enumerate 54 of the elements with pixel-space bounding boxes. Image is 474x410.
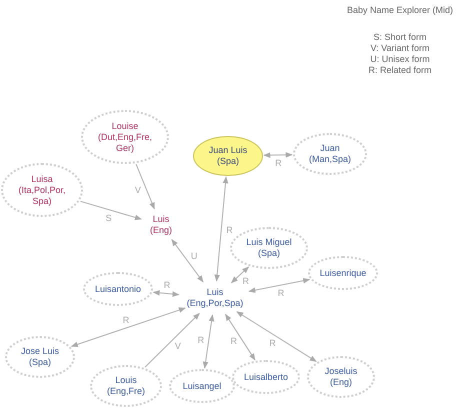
origin-text: (Eng) (330, 377, 352, 388)
name-text: Juan Luis (208, 145, 248, 156)
name-text: Luis (206, 287, 224, 298)
edge-label: V (134, 184, 142, 195)
name-text: Luisalberto (244, 372, 288, 382)
name-text: Luis (152, 214, 170, 225)
arrow (225, 314, 256, 360)
name-text: Jose Luis (20, 346, 60, 357)
origin-text: (Eng) (150, 225, 172, 236)
name-text: Louis (115, 375, 137, 386)
edge-label: R (241, 276, 250, 286)
origin-text: (Spa) (258, 248, 280, 259)
origin-text: (Ita,Pol,Por, Spa) (17, 184, 67, 206)
arrow (136, 164, 155, 210)
edge-label: U (190, 250, 198, 261)
arrow (171, 239, 204, 282)
edge-label: R (274, 158, 283, 168)
name-text: Luisenrique (320, 268, 366, 278)
origin-text: (Dut,Eng,Fre, Ger) (96, 132, 154, 154)
name-text: Luisangel (182, 380, 222, 392)
arrow (230, 266, 250, 284)
edge-label: V (174, 340, 182, 351)
edge-label: R (162, 280, 172, 290)
edge-label: R (268, 338, 277, 348)
arrow (236, 311, 317, 362)
name-text: Joseluis (324, 366, 358, 377)
edge-label: R (230, 336, 238, 346)
arrow (214, 176, 228, 282)
arrow (152, 290, 180, 297)
name-text: Luis Miguel (246, 237, 292, 248)
title-text: Baby Name Explorer (Mid) (346, 5, 454, 16)
origin-text: (Spa) (216, 156, 239, 167)
name-text: Luisa (31, 174, 53, 184)
arrow (80, 200, 142, 220)
edge-label: R (196, 335, 206, 346)
arrow (263, 152, 293, 158)
name-text: Juan (320, 143, 340, 154)
legend-text: U: Unisex form (369, 54, 431, 65)
origin-text: (Eng,Fre) (106, 386, 145, 397)
arrow (144, 312, 200, 368)
edge-label: S (104, 212, 113, 223)
origin-text: (Man,Spa) (308, 154, 352, 165)
legend-text: S: Short form (372, 32, 428, 43)
arrow (70, 307, 186, 348)
arrow (202, 314, 214, 369)
legend-text: R: Related form (367, 65, 433, 76)
origin-text: (Spa) (28, 357, 51, 368)
origin-text: (Eng,Por,Spa) (186, 298, 244, 309)
name-text: Luisantonio (94, 284, 142, 294)
edge-label: R (122, 314, 130, 325)
legend-text: V: Variant form (369, 43, 431, 54)
name-text: Louise (112, 120, 138, 132)
edge-label: R (276, 288, 286, 298)
arrow (248, 278, 310, 293)
